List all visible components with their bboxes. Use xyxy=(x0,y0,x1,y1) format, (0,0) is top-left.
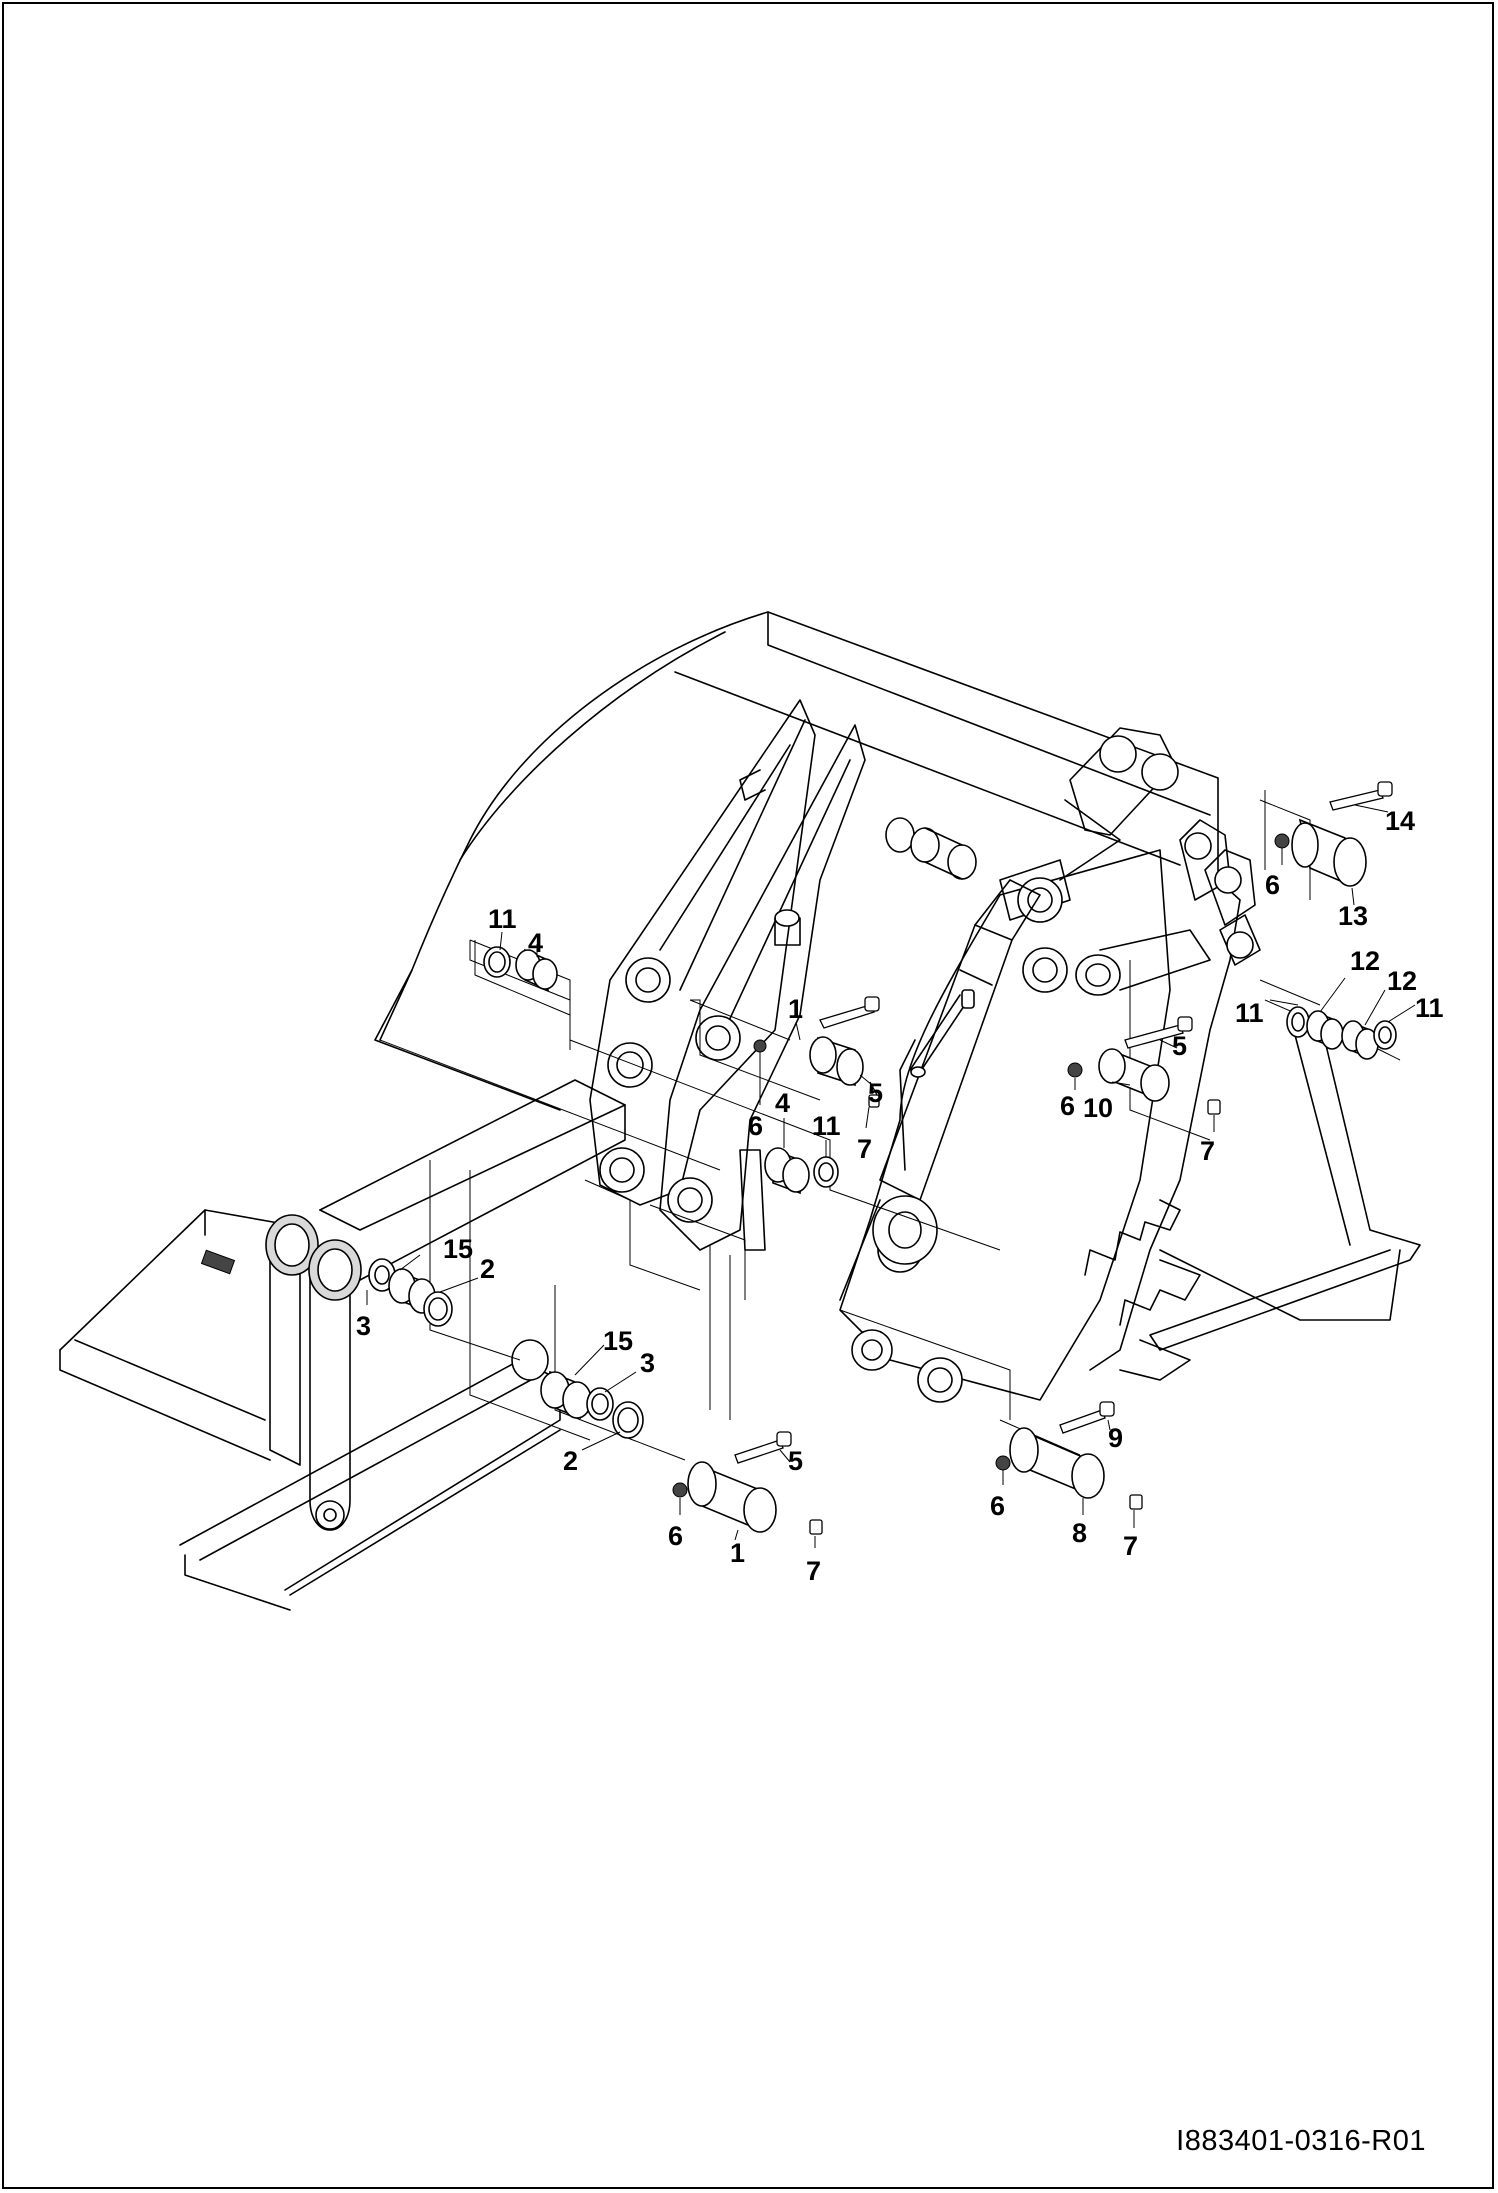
part-11-4-upper-left xyxy=(474,940,571,1050)
callout-11: 11 xyxy=(1235,998,1264,1028)
part-1-pin-bottom xyxy=(672,1431,823,1535)
callout-5: 5 xyxy=(868,1078,883,1108)
callout-10: 10 xyxy=(1083,1093,1113,1123)
callout-13: 13 xyxy=(1338,901,1368,931)
part-15-3-2-middle-left xyxy=(540,1370,644,1439)
callout-6: 6 xyxy=(668,1521,683,1551)
callout-12: 12 xyxy=(1350,946,1380,976)
callout-3: 3 xyxy=(640,1348,655,1378)
callout-6: 6 xyxy=(1060,1091,1075,1121)
callout-8: 8 xyxy=(1072,1518,1087,1548)
tilt-cylinder xyxy=(839,817,1041,1301)
callout-3: 3 xyxy=(356,1311,371,1341)
callout-5: 5 xyxy=(788,1446,803,1476)
bucket xyxy=(374,611,1421,1381)
part-12-11-right xyxy=(1286,1006,1397,1060)
callout-11: 11 xyxy=(812,1111,841,1141)
callout-1: 1 xyxy=(788,994,803,1024)
grease-rod xyxy=(909,989,975,1078)
part-8-pin-bottom-right xyxy=(995,1401,1143,1510)
callout-11: 11 xyxy=(488,904,517,934)
callout-2: 2 xyxy=(563,1446,578,1476)
callout-2: 2 xyxy=(480,1254,495,1284)
callout-7: 7 xyxy=(1200,1136,1215,1166)
reference-lines xyxy=(429,790,1401,1461)
callout-11: 11 xyxy=(1415,993,1444,1023)
pivot-boss-left xyxy=(265,1214,362,1301)
part-4-11-middle xyxy=(764,1147,839,1195)
callouts: 11 4 1 5 6 4 11 7 14 6 13 12 12 11 11 5 … xyxy=(356,806,1444,1586)
callout-7: 7 xyxy=(1123,1531,1138,1561)
callout-7: 7 xyxy=(806,1556,821,1586)
callout-12: 12 xyxy=(1387,966,1417,996)
callout-15: 15 xyxy=(603,1326,633,1356)
part-13-pin-upper-right xyxy=(1274,781,1393,887)
leader-lines xyxy=(366,804,1416,1548)
callout-5: 5 xyxy=(1172,1031,1187,1061)
callout-14: 14 xyxy=(1385,806,1415,836)
callout-6: 6 xyxy=(990,1491,1005,1521)
callout-6: 6 xyxy=(1265,870,1280,900)
callout-15: 15 xyxy=(443,1234,473,1264)
callout-4: 4 xyxy=(528,928,543,958)
callout-7: 7 xyxy=(857,1134,872,1164)
part-15-2-3-left xyxy=(368,1258,453,1327)
frame-plates xyxy=(589,699,866,1251)
callout-6: 6 xyxy=(748,1111,763,1141)
callout-4: 4 xyxy=(775,1088,790,1118)
part-10-pin-right xyxy=(1067,1016,1221,1115)
callout-1: 1 xyxy=(730,1538,745,1568)
part-1-pin-middle xyxy=(753,996,880,1108)
callout-9: 9 xyxy=(1108,1423,1123,1453)
drawing-number: I883401-0316-R01 xyxy=(1176,2125,1426,2157)
lift-arm xyxy=(59,1042,653,1611)
